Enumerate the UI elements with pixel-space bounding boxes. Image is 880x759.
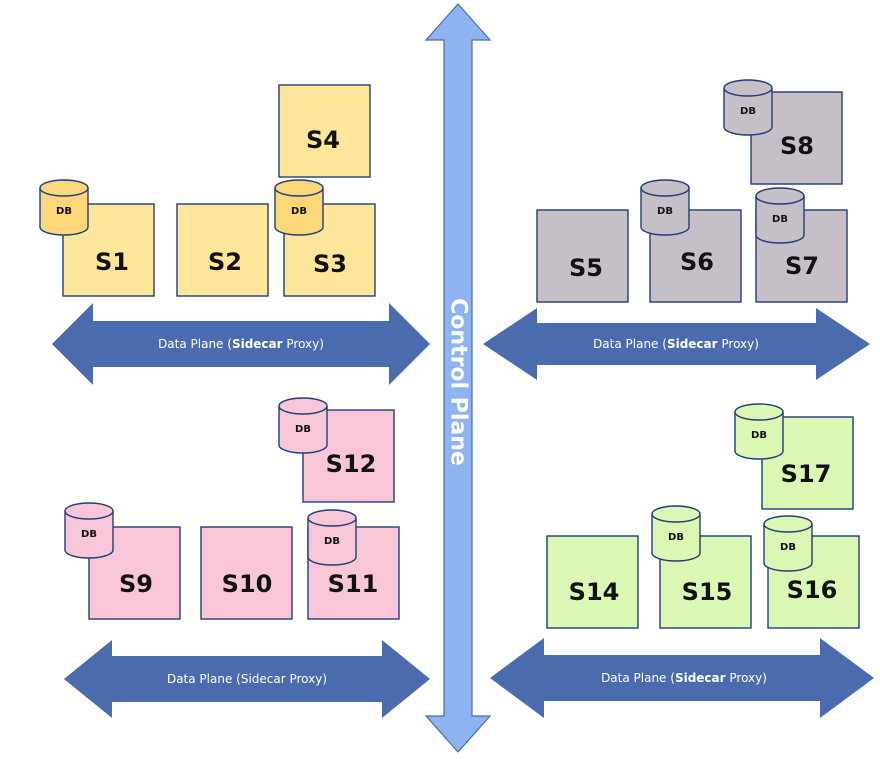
- control-plane-arrow: [424, 3, 492, 753]
- database-label: DB: [780, 542, 796, 553]
- service-box: [200, 526, 293, 620]
- service-label: S5: [569, 254, 603, 282]
- service-cluster-yellow: S1 S2 S3 S4: [62, 84, 376, 297]
- service-label: S16: [787, 576, 838, 604]
- service-box: [278, 84, 371, 178]
- data-plane-arrow: [483, 308, 870, 380]
- service-label: S15: [682, 578, 733, 606]
- service-box: [62, 203, 155, 297]
- service-label: S10: [222, 570, 273, 598]
- database-label: DB: [56, 206, 72, 217]
- service-box: [659, 535, 752, 629]
- service-label: S14: [569, 578, 620, 606]
- database-label: DB: [81, 529, 97, 540]
- service-box: [546, 535, 639, 629]
- database-label: DB: [772, 214, 788, 225]
- database-icon: DB: [651, 505, 701, 562]
- database-icon: DB: [307, 509, 357, 566]
- service-label: S2: [208, 248, 242, 276]
- service-label: S4: [306, 126, 340, 154]
- service-box: [176, 203, 269, 297]
- database-label: DB: [295, 424, 311, 435]
- data-plane-arrow: [52, 303, 430, 385]
- service-cluster-green: S14 S15 S16 S17: [546, 416, 860, 629]
- service-label: S3: [313, 250, 347, 278]
- control-plane-label: Control Plane: [446, 298, 471, 466]
- database-icon: DB: [39, 179, 89, 236]
- service-label: S12: [326, 450, 377, 478]
- database-icon: DB: [640, 179, 690, 236]
- database-icon: DB: [755, 187, 805, 244]
- database-label: DB: [657, 206, 673, 217]
- data-plane-label: Data Plane (Sidecar Proxy): [601, 671, 767, 685]
- database-label: DB: [751, 430, 767, 441]
- service-cluster-pink: S9 S10 S11 S12: [88, 409, 400, 620]
- database-icon: DB: [278, 397, 328, 454]
- database-label: DB: [668, 532, 684, 543]
- data-plane-label: Data Plane (Sidecar Proxy): [167, 672, 327, 686]
- service-label: S9: [119, 570, 153, 598]
- data-plane-arrow: [490, 638, 874, 718]
- database-icon: DB: [734, 403, 784, 460]
- database-icon: DB: [64, 502, 114, 559]
- service-label: S8: [780, 132, 814, 160]
- data-plane-label: Data Plane (Sidecar Proxy): [158, 337, 324, 351]
- database-label: DB: [740, 106, 756, 117]
- data-plane-arrow: [64, 640, 430, 718]
- database-label: DB: [324, 536, 340, 547]
- database-icon: DB: [763, 515, 813, 572]
- database-icon: DB: [274, 179, 324, 236]
- service-label: S17: [781, 460, 832, 488]
- service-box: [536, 209, 629, 303]
- data-plane-label: Data Plane (Sidecar Proxy): [593, 337, 759, 351]
- service-label: S6: [680, 248, 714, 276]
- service-label: S1: [95, 248, 129, 276]
- database-icon: DB: [723, 79, 773, 136]
- service-label: S7: [785, 252, 819, 280]
- database-label: DB: [291, 206, 307, 217]
- service-label: S11: [328, 570, 379, 598]
